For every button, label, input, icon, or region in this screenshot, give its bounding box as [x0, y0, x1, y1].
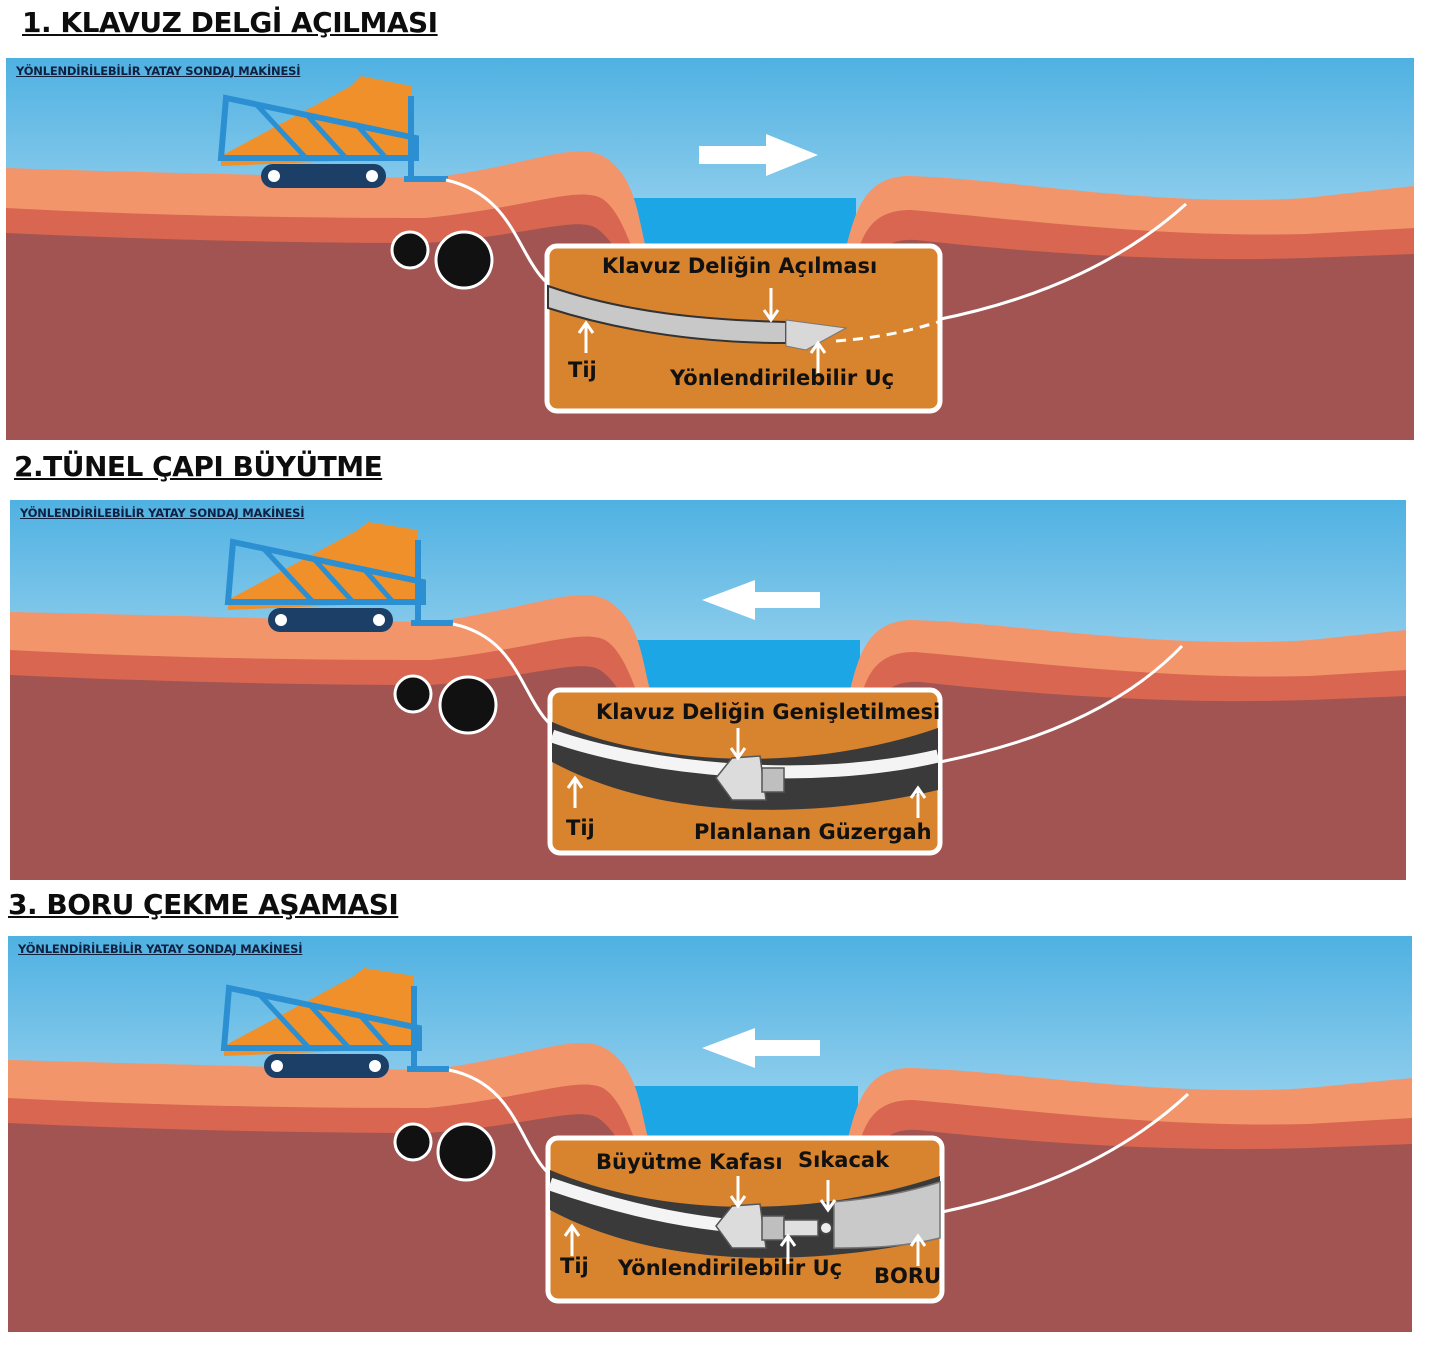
machine-label: YÖNLENDİRİLEBİLİR YATAY SONDAJ MAKİNESİ [16, 64, 301, 78]
stage-3-title: 3. BORU ÇEKME AŞAMASI [8, 888, 399, 921]
stage-3-illustration [8, 936, 1412, 1332]
direction-arrow-left [702, 1028, 820, 1068]
drill-path-exit [939, 644, 1184, 764]
callout-steerable-bit: Yönlendirilebilir Uç [670, 366, 895, 390]
direction-arrow-left [702, 580, 820, 620]
stage-2-illustration [10, 500, 1406, 880]
stage-3-scene: YÖNLENDİRİLEBİLİR YATAY SONDAJ MAKİNESİ … [8, 936, 1412, 1332]
swivel [783, 1219, 819, 1237]
callout-hole-enlargement: Klavuz Deliğin Genişletilmesi [596, 700, 941, 724]
pointer-arrow-b [819, 1180, 837, 1213]
drill-path-exit [941, 1092, 1190, 1214]
machine-label: YÖNLENDİRİLEBİLİR YATAY SONDAJ MAKİNESİ [20, 506, 305, 520]
pointer-arrow-d [779, 1233, 797, 1264]
pointer-arrow-c [563, 1223, 581, 1256]
reamer-head [715, 1203, 785, 1249]
pointer-arrow-b [577, 320, 595, 353]
pointer-arrow-e [909, 1233, 927, 1266]
machine-label: YÖNLENDİRİLEBİLİR YATAY SONDAJ MAKİNESİ [18, 942, 303, 956]
drilling-machine [220, 968, 449, 1078]
callout-reamer-head: Büyütme Kafası [596, 1150, 783, 1174]
stage-1-illustration [6, 58, 1414, 440]
stage-2-scene: YÖNLENDİRİLEBİLİR YATAY SONDAJ MAKİNESİ … [10, 500, 1406, 880]
pointer-arrow-a [729, 1176, 747, 1209]
stage-1-title: 1. KLAVUZ DELGİ AÇILMASI [22, 6, 438, 39]
pipe-small [393, 674, 433, 714]
puller-clamp [819, 1221, 833, 1235]
pipe-small [390, 230, 430, 270]
callout-rod: Tij [566, 816, 595, 840]
direction-arrow-right [699, 134, 818, 176]
pipe-small [393, 1122, 433, 1162]
pipe-large [438, 675, 498, 735]
reamer-head [715, 755, 785, 801]
steerable-bit [785, 319, 848, 351]
callout-clamp: Sıkacak [798, 1148, 890, 1172]
callout-steerable-bit: Yönlendirilebilir Uç [618, 1256, 843, 1280]
pointer-arrow-c [909, 785, 927, 818]
callout-rod: Tij [560, 1254, 589, 1278]
product-pipe [833, 1180, 941, 1249]
pointer-arrow-a [762, 288, 780, 323]
pipe-large [436, 1122, 496, 1182]
stage-2-title: 2.TÜNEL ÇAPI BÜYÜTME [14, 450, 383, 483]
callout-pilot-hole: Klavuz Deliğin Açılması [602, 254, 878, 278]
drilling-machine [217, 76, 448, 188]
pointer-arrow-b [566, 775, 584, 808]
pointer-arrow-a [729, 728, 747, 761]
callout-pipe: BORU [874, 1264, 942, 1288]
callout-planned-route: Planlanan Güzergah [694, 820, 932, 844]
pipe-large [434, 230, 494, 290]
callout-rod: Tij [568, 358, 597, 382]
pointer-arrow-c [809, 340, 827, 373]
stage-1-scene: YÖNLENDİRİLEBİLİR YATAY SONDAJ MAKİNESİ … [6, 58, 1414, 440]
drill-path-exit [935, 202, 1188, 322]
planned-path-dashed [835, 320, 939, 343]
drilling-machine [224, 522, 453, 632]
